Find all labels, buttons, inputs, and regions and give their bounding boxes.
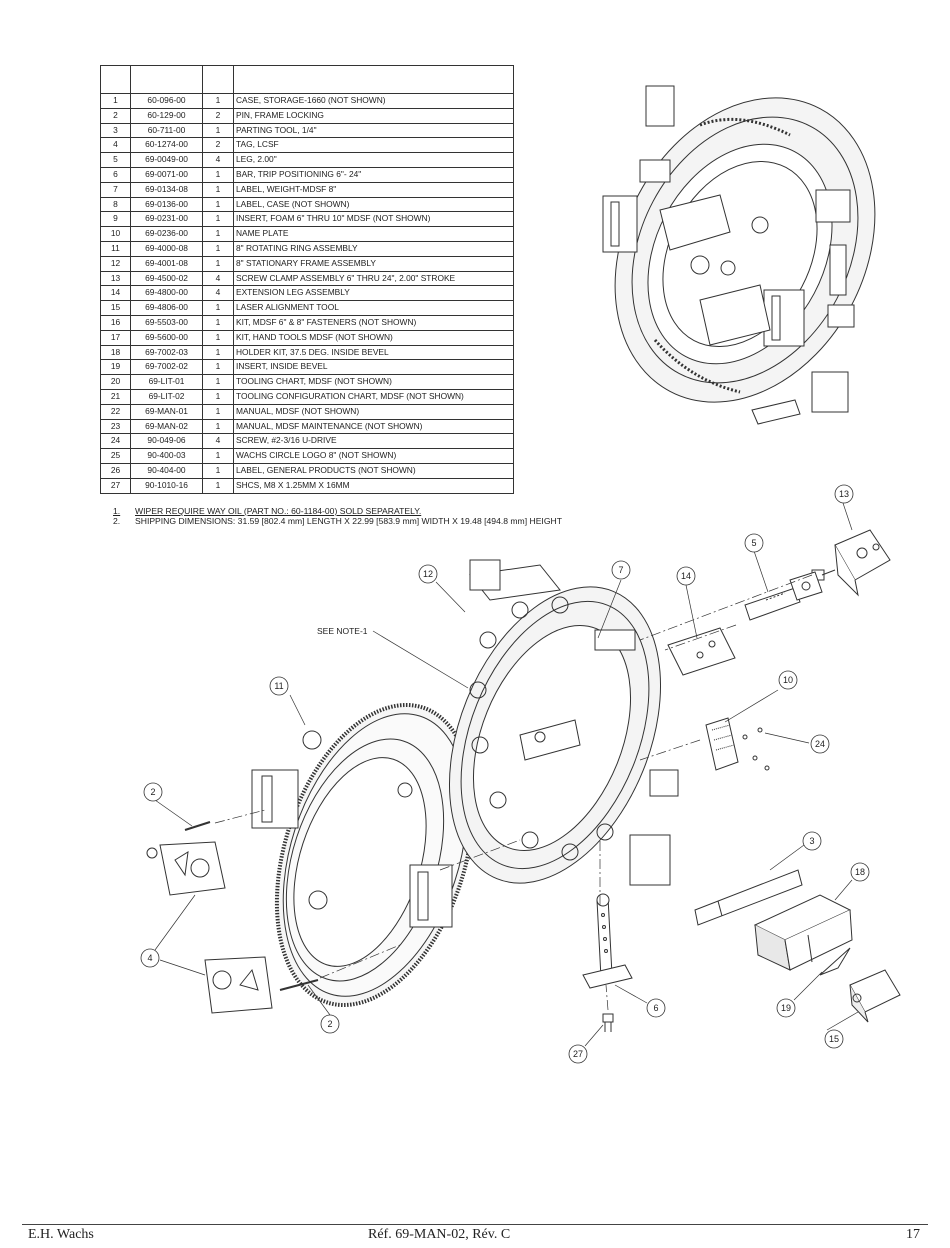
header-cell xyxy=(100,65,131,94)
leader-lines xyxy=(154,502,859,1047)
header-cell xyxy=(233,65,514,94)
assembled-view-illustration xyxy=(602,85,876,425)
callout-15: 15 xyxy=(829,1034,839,1044)
table-header-row xyxy=(100,65,514,94)
stationary-frame-illustration xyxy=(449,559,679,886)
holder-kit-illustration xyxy=(753,894,853,971)
page-number: 17 xyxy=(906,1227,920,1242)
callout-2-bottom: 2 xyxy=(327,1019,332,1029)
insert-illustration xyxy=(819,947,851,976)
screw-clamp-illustration xyxy=(811,529,891,597)
frame-pins-illustration xyxy=(184,821,319,991)
description-cell: SHCS, M8 X 1.25MM X 16MM xyxy=(233,477,514,494)
trip-bar-illustration xyxy=(582,893,633,989)
callout-circles xyxy=(140,484,870,1064)
rotating-ring-illustration xyxy=(251,702,476,1008)
notes: 1. WIPER REQUIRE WAY OIL (PART NO.: 60-1… xyxy=(113,506,562,526)
name-plate-illustration xyxy=(705,717,770,771)
parting-tool-illustration xyxy=(694,869,803,926)
footer-company: E.H. Wachs xyxy=(28,1227,94,1242)
callout-3: 3 xyxy=(809,836,814,846)
callout-14: 14 xyxy=(681,571,691,581)
callout-13: 13 xyxy=(839,489,849,499)
callout-10: 10 xyxy=(783,675,793,685)
extension-leg-illustration xyxy=(667,627,736,676)
header-cell xyxy=(130,65,203,94)
leg-illustration xyxy=(744,571,823,621)
quantity-cell: 1 xyxy=(202,477,234,494)
note-1: 1. WIPER REQUIRE WAY OIL (PART NO.: 60-1… xyxy=(113,506,562,516)
phantom-lines xyxy=(214,574,813,1011)
shcs-screw-illustration xyxy=(602,1013,614,1032)
footer-reference: Réf. 69-MAN-02, Rév. C xyxy=(368,1227,511,1242)
laser-tool-illustration xyxy=(849,969,901,1023)
callout-5: 5 xyxy=(751,538,756,548)
callout-18: 18 xyxy=(855,867,865,877)
callout-27: 27 xyxy=(573,1049,583,1059)
part-number-cell: 90-1010-16 xyxy=(130,477,203,494)
callout-24: 24 xyxy=(815,739,825,749)
callout-12: 12 xyxy=(423,569,433,579)
note-text: SHIPPING DIMENSIONS: 31.59 [802.4 mm] LE… xyxy=(135,516,562,526)
see-note-label: SEE NOTE-1 xyxy=(317,626,368,636)
note-number: 1. xyxy=(113,506,121,516)
header-cell xyxy=(202,65,234,94)
callout-4: 4 xyxy=(147,953,152,963)
tags-illustration xyxy=(146,841,273,1014)
callout-19: 19 xyxy=(781,1003,791,1013)
callout-11: 11 xyxy=(274,681,283,691)
item-number-cell: 27 xyxy=(100,477,131,494)
callout-6: 6 xyxy=(653,1003,658,1013)
note-number: 2. xyxy=(113,516,121,526)
callout-2-top: 2 xyxy=(150,787,155,797)
callout-7: 7 xyxy=(618,565,623,575)
note-text: WIPER REQUIRE WAY OIL (PART NO.: 60-1184… xyxy=(135,506,422,516)
note-2: 2. SHIPPING DIMENSIONS: 31.59 [802.4 mm]… xyxy=(113,516,562,526)
footer-rule xyxy=(22,1224,928,1225)
